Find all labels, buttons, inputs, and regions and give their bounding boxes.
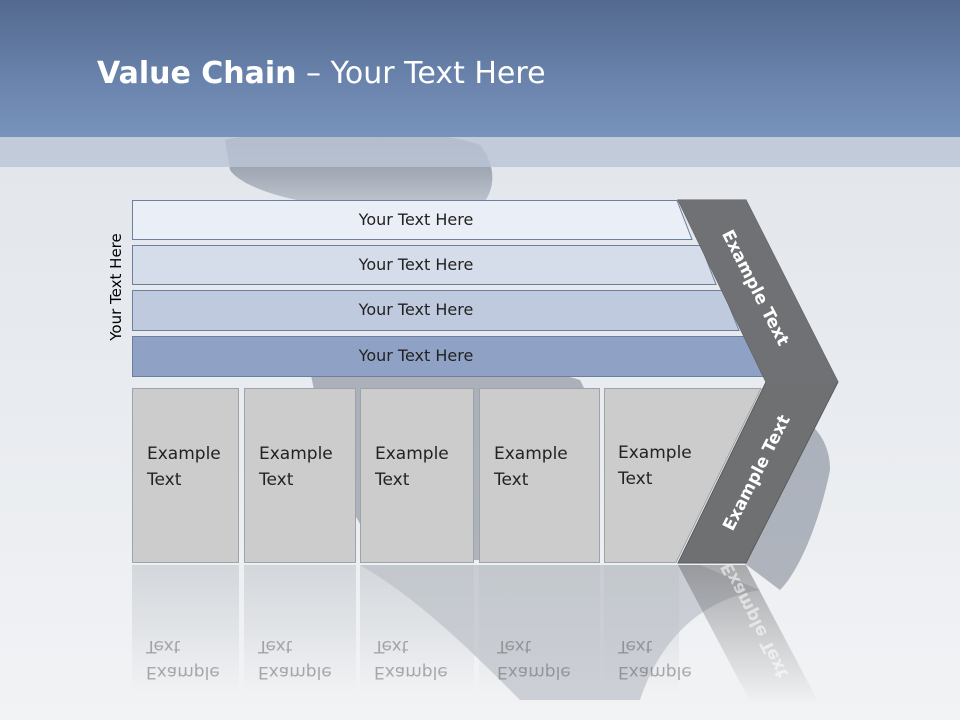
title-bold: Value Chain — [97, 56, 297, 91]
reflection-box-1 — [132, 565, 239, 695]
activity-box-5-line2: Text — [618, 469, 653, 489]
title-strip — [0, 137, 960, 167]
value-bar-1-shape — [132, 200, 693, 240]
activity-box-4-line2: Text — [494, 470, 529, 490]
activity-box-2-line2: Text — [259, 470, 294, 490]
reflection-text-1-line2: Text — [146, 636, 181, 656]
value-bar-1-label: Your Text Here — [358, 210, 474, 229]
reflection-text-5-line2: Text — [618, 636, 653, 656]
reflection-box-2 — [244, 565, 356, 695]
activity-box-3-line2: Text — [375, 470, 410, 490]
activity-box-2-line1: Example — [259, 444, 333, 464]
value-bar-2-shape — [132, 245, 717, 285]
reflection-text-2-line1: Example — [258, 662, 332, 682]
chevron-arrow — [677, 199, 839, 564]
reflection-text-3-line2: Text — [374, 636, 409, 656]
activity-box-4-line1: Example — [494, 444, 568, 464]
reflection-text-1: Example Text — [146, 633, 220, 685]
reflection: Example Text Example Text Example Text Exam… — [0, 565, 960, 720]
reflection-text-4: Example Text — [497, 633, 571, 685]
reflection-text-4-line1: Example — [497, 662, 571, 682]
value-bar-4-label: Your Text Here — [358, 346, 474, 365]
title-bar — [0, 0, 960, 137]
value-bar-1[interactable]: Your Text Here — [132, 200, 693, 240]
activity-box-1-line2: Text — [147, 470, 182, 490]
reflection-box-5 — [604, 565, 679, 695]
slide-title: Value Chain – Your Text Here — [97, 52, 546, 96]
activity-box-5-shape — [604, 388, 762, 563]
reflection-text-3: Example Text — [374, 633, 448, 685]
activity-box-5-line1: Example — [618, 443, 692, 463]
title-rest: – Your Text Here — [296, 56, 546, 91]
value-bar-3-shape — [132, 290, 740, 331]
reflection-text-2: Example Text — [258, 633, 332, 685]
activity-box-1-line1: Example — [147, 444, 221, 464]
reflection-text-4-line2: Text — [497, 636, 532, 656]
reflection-text-1-line1: Example — [146, 662, 220, 682]
reflection-box-3 — [360, 565, 474, 695]
side-label: Your Text Here — [107, 233, 125, 341]
reflection-text-3-line1: Example — [374, 662, 448, 682]
activity-box-3-line1: Example — [375, 444, 449, 464]
reflection-box-4 — [479, 565, 600, 695]
reflection-chevron — [678, 565, 820, 705]
value-bar-2-label: Your Text Here — [358, 255, 474, 274]
value-bar-3-label: Your Text Here — [358, 300, 474, 319]
reflection-text-2-line2: Text — [258, 636, 293, 656]
